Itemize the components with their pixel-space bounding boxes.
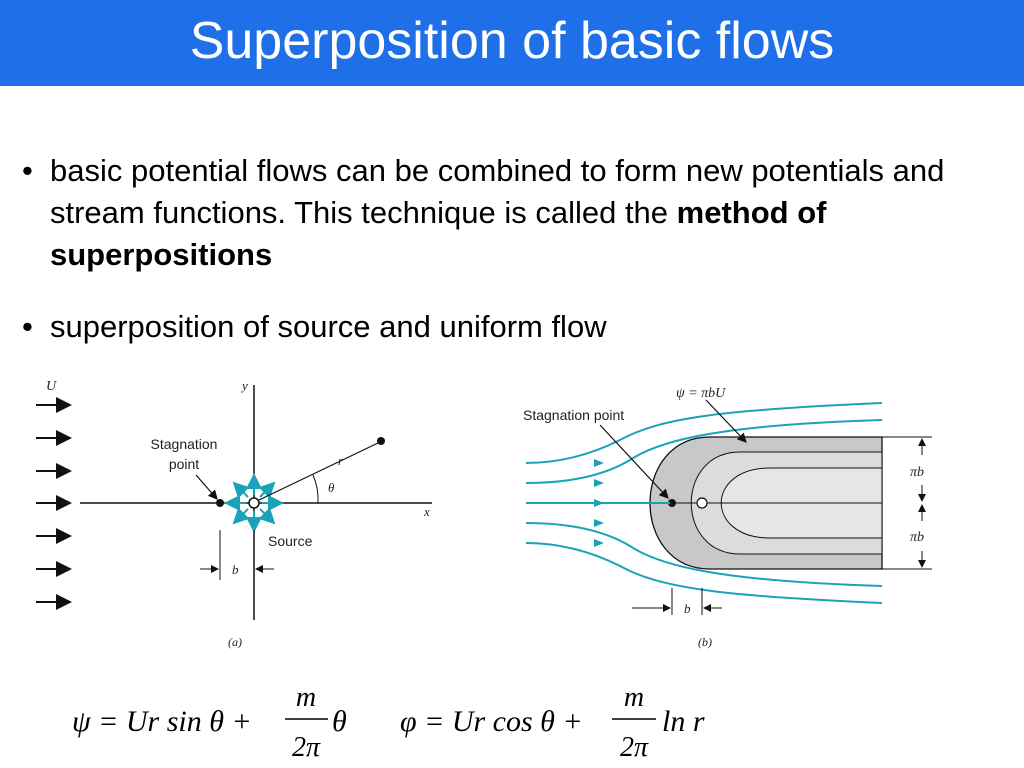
field-point [377,437,385,445]
figure-b: Stagnation point ψ = πbU πb πb b (b) [523,386,932,649]
stagnation-label-line1: Stagnation [151,436,218,452]
bullet-bold-text: method of superpositions [50,195,827,272]
stagnation-point-b [668,499,676,507]
psi-equation-rhs: θ [332,705,347,738]
figure-a: U y x Stagnation point [36,378,432,649]
title-bar [0,0,1024,86]
r-label: r [338,453,344,468]
b-label-a: b [232,562,239,577]
source-point-b [696,497,708,509]
phi-numerator: m [624,682,644,713]
theta-label: θ [328,480,335,495]
phi-equation-lhs: φ = Ur cos θ + [400,705,583,738]
bullet-dot: • [22,153,33,188]
psi-equation-lhs: ψ = Ur sin θ + [72,705,252,738]
source-arrows [224,473,284,533]
equations: ψ = Ur sin θ + m 2π θ φ = Ur cos θ + m 2… [72,682,705,763]
caption-b: (b) [698,635,712,649]
bullet-list: • basic potential flows can be combined … [22,150,1002,348]
phi-denominator: 2π [620,732,649,763]
stagnation-pointer [195,474,218,500]
pib-lower-label: πb [910,530,924,545]
stream-label: ψ = πbU [676,386,726,401]
r-vector [258,442,379,501]
bullet-item: • basic potential flows can be combined … [22,150,1002,276]
streamlines [525,402,883,604]
slide-title: Superposition of basic flows [189,12,835,70]
stagnation-label-b: Stagnation point [523,407,624,423]
b-label-b: b [684,601,691,616]
stagnation-label-line2: point [169,456,199,472]
bullet-text: superposition of source and uniform flow [50,309,607,344]
uniform-flow-arrows [36,397,72,610]
phi-equation-rhs: ln r [662,705,705,738]
U-label: U [46,379,57,394]
stagnation-pointer-b [599,424,669,499]
y-axis-label: y [240,378,248,393]
pib-upper-label: πb [910,465,924,480]
source-label: Source [268,533,313,549]
streamline-arrows [594,459,604,547]
bullet-item: • superposition of source and uniform fl… [22,306,1002,348]
stream-pointer [705,399,747,443]
psi-denominator: 2π [292,732,321,763]
psi-numerator: m [296,682,316,713]
theta-arc [312,474,319,504]
x-axis-label: x [423,504,430,519]
source-point [248,497,260,509]
bullet-dot: • [22,309,33,344]
stagnation-point [216,499,224,507]
bullet-text: basic potential flows can be combined to… [50,153,945,230]
caption-a: (a) [228,635,242,649]
